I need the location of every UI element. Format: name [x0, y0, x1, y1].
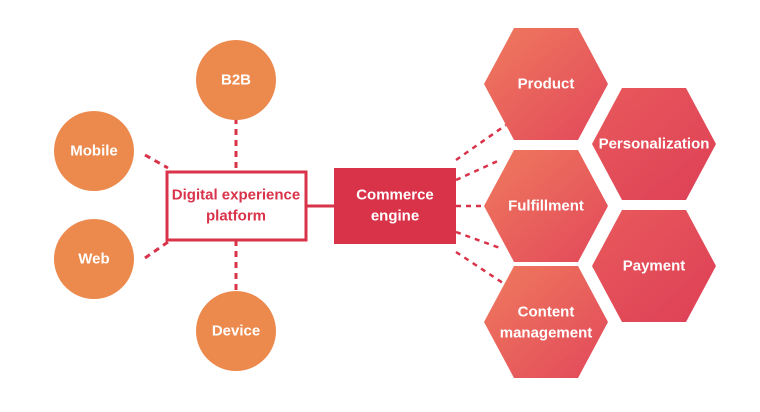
module-fulfillment: Fulfillment — [484, 150, 608, 262]
module-personalization: Personalization — [592, 88, 716, 200]
platform-label-line1: Digital experience — [172, 187, 300, 204]
channel-mobile-label: Mobile — [70, 143, 118, 160]
connector-web-platform — [144, 240, 169, 260]
engine-label-line2: engine — [371, 208, 419, 225]
connector-engine-content — [455, 250, 507, 287]
module-content-label-line1: Content — [518, 304, 575, 321]
connector-engine-personalization — [455, 158, 501, 182]
channel-b2b-label: B2B — [221, 72, 251, 89]
module-product-label: Product — [518, 76, 575, 93]
module-product: Product — [484, 28, 608, 140]
module-content-management: Content management — [484, 266, 608, 378]
channel-mobile: Mobile — [54, 111, 134, 191]
platform-label-line2: platform — [206, 208, 266, 225]
connector-engine-payment — [455, 230, 501, 250]
module-content-label-line2: management — [500, 325, 593, 342]
channel-device: Device — [196, 291, 276, 371]
channel-web: Web — [54, 219, 134, 299]
module-payment-label: Payment — [623, 258, 686, 275]
channel-web-label: Web — [78, 251, 109, 268]
channel-device-label: Device — [212, 323, 260, 340]
engine-label-line1: Commerce — [356, 187, 434, 204]
connector-engine-product — [455, 123, 507, 162]
channel-b2b: B2B — [196, 40, 276, 120]
connector-mobile-platform — [144, 153, 169, 170]
digital-experience-platform-box: Digital experience platform — [165, 170, 308, 242]
commerce-engine-box: Commerce engine — [334, 168, 456, 244]
module-fulfillment-label: Fulfillment — [508, 198, 584, 215]
module-payment: Payment — [592, 210, 716, 322]
module-personalization-label: Personalization — [599, 136, 710, 153]
